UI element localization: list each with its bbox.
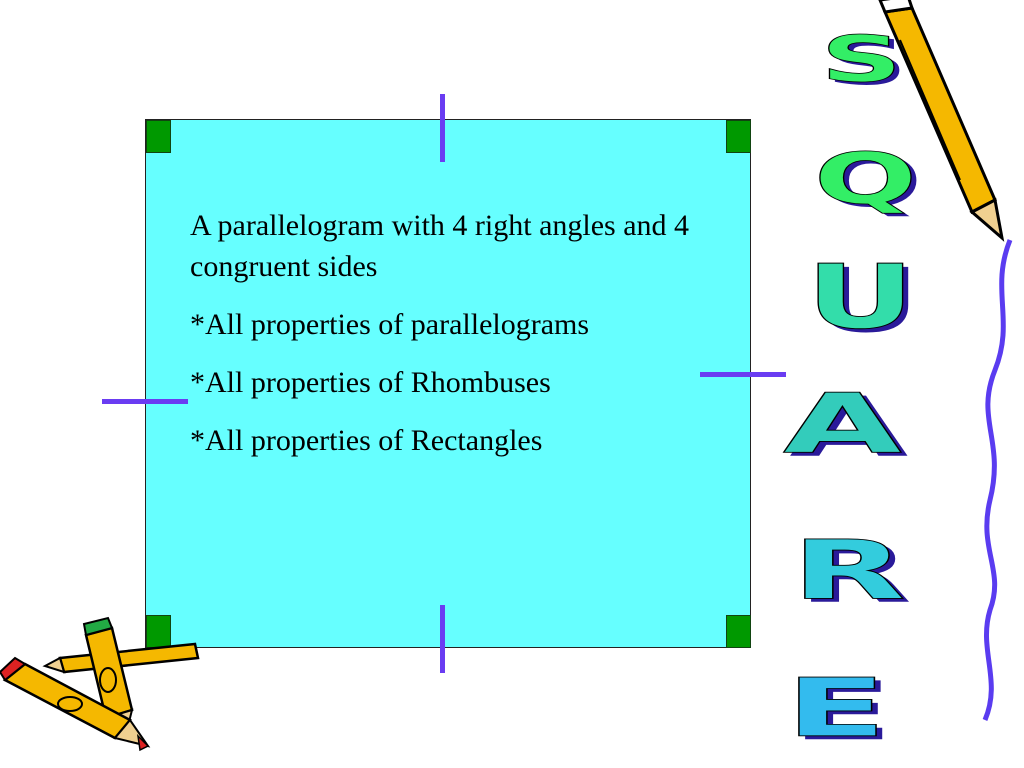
wordart-letter-a: A — [783, 377, 902, 473]
right-angle-marker-bottom-right — [726, 615, 751, 648]
congruent-tick-bottom — [440, 605, 445, 673]
definition-paragraph: A parallelogram with 4 right angles and … — [190, 209, 690, 283]
right-angle-marker-top-left — [146, 120, 171, 153]
wordart-letter-e: E — [785, 662, 887, 756]
congruent-tick-left — [102, 399, 188, 404]
property-rhombuses: *All properties of Rhombuses — [190, 366, 551, 399]
property-parallelograms: *All properties of parallelograms — [190, 308, 590, 341]
wavy-line — [982, 239, 1013, 721]
wordart-letter-r: R — [791, 524, 906, 619]
wordart-letter-u: U — [806, 245, 915, 348]
wordart-letter-a-shadow: A — [789, 380, 908, 476]
wordart-letter-u-shadow: U — [811, 249, 920, 352]
wordart-letter-r-shadow: R — [797, 527, 912, 622]
property-rectangles: *All properties of Rectangles — [190, 424, 543, 457]
congruent-tick-right — [700, 372, 786, 377]
wordart-letter-q: Q — [814, 138, 917, 219]
wordart-letter-e-shadow: E — [791, 665, 893, 759]
wordart-letter-s-shadow: S — [826, 26, 908, 99]
square-box — [145, 119, 751, 648]
right-angle-marker-top-right — [726, 120, 751, 153]
wordart-letter-q-shadow: Q — [819, 142, 922, 223]
square-wordart: S S Q Q U U A A R R E E — [782, 0, 1013, 759]
wordart-letter-s: S — [821, 23, 903, 96]
pencil-icon — [878, 0, 1005, 242]
congruent-tick-top — [440, 94, 445, 162]
definition-text-block: A parallelogram with 4 right angles and … — [190, 205, 690, 478]
pencil-cluster-icon — [0, 616, 200, 752]
